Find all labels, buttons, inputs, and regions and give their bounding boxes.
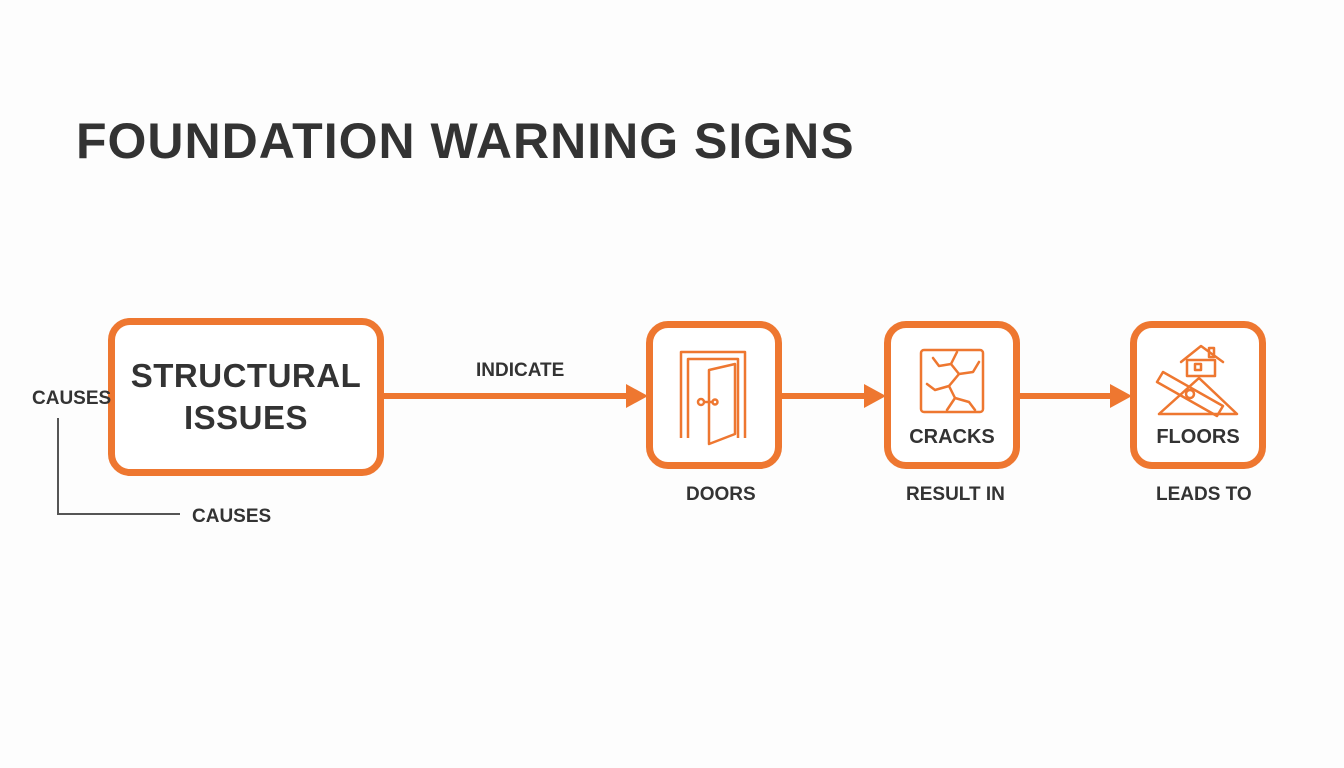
arrowhead-doors-to-cracks bbox=[864, 384, 886, 408]
cracked-wall-icon bbox=[919, 348, 985, 414]
node-structural-issues-line2: ISSUES bbox=[183, 399, 309, 436]
edge-label-result-in: RESULT IN bbox=[906, 484, 1005, 505]
node-doors bbox=[646, 321, 782, 469]
node-floors-label: FLOORS bbox=[1156, 426, 1240, 448]
node-cracks-label: CRACKS bbox=[909, 426, 995, 448]
node-structural-issues-line1: STRUCTURAL bbox=[130, 357, 362, 394]
edge-label-causes-left: CAUSES bbox=[32, 388, 112, 409]
edge-label-indicate: INDICATE bbox=[476, 360, 565, 381]
arrowhead-structural-to-doors bbox=[626, 384, 648, 408]
edge-label-doors: DOORS bbox=[686, 484, 756, 505]
edge-label-leads-to: LEADS TO bbox=[1156, 484, 1252, 505]
arrowhead-cracks-to-floors bbox=[1110, 384, 1132, 408]
node-structural-issues: STRUCTURAL ISSUES bbox=[108, 318, 384, 476]
node-cracks: CRACKS bbox=[884, 321, 1020, 469]
tilted-house-icon bbox=[1155, 344, 1239, 418]
causes-bracket-line bbox=[57, 418, 180, 515]
node-floors: FLOORS bbox=[1130, 321, 1266, 469]
node-structural-issues-label: STRUCTURAL ISSUES bbox=[131, 355, 361, 439]
diagram-title: FOUNDATION WARNING SIGNS bbox=[76, 113, 855, 169]
door-icon bbox=[679, 350, 747, 446]
edge-label-causes-bottom: CAUSES bbox=[192, 506, 272, 527]
